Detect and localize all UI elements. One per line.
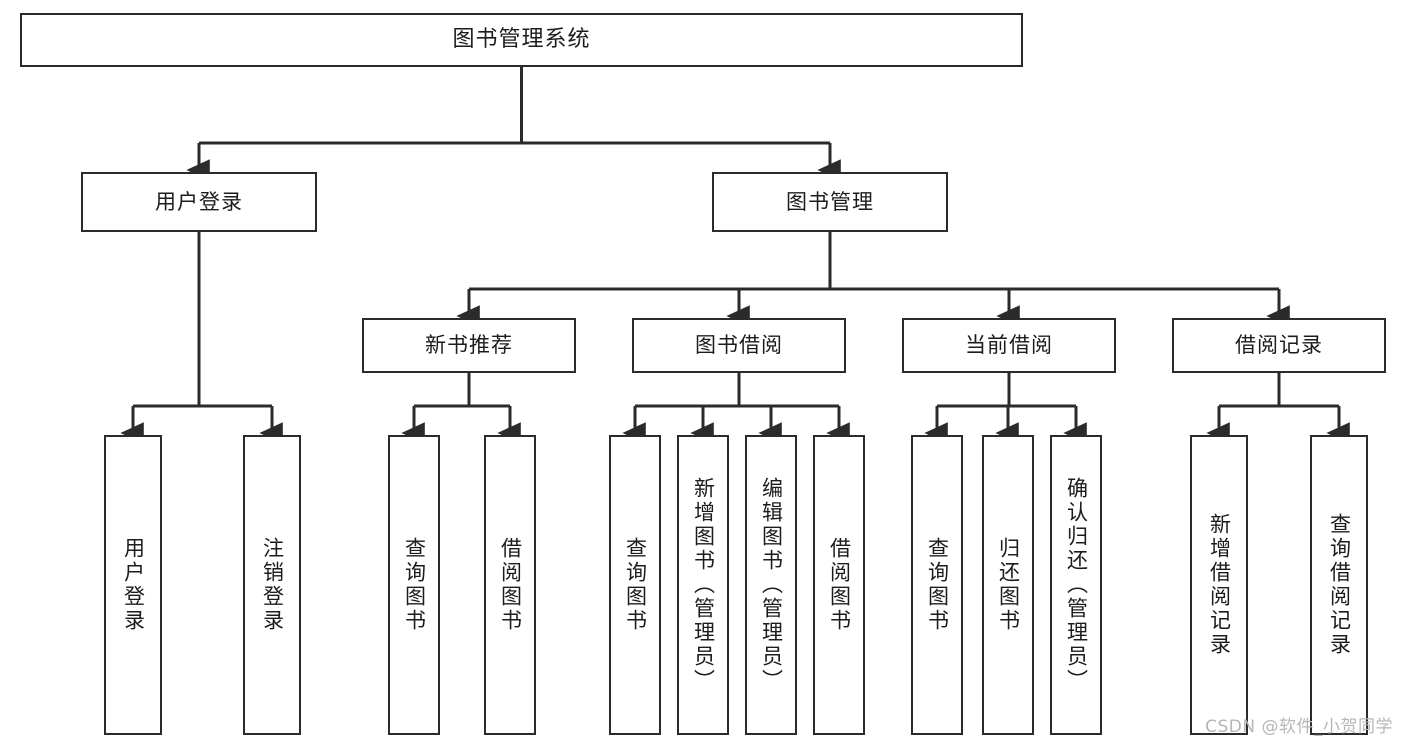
node-label: 图书管理 [786,189,874,214]
node-label: 借阅图书 [498,537,523,633]
node-label: 新增借阅记录 [1207,513,1232,657]
node-label: 查询图书 [402,537,427,633]
node-new-book-rec[interactable]: 新书推荐 [362,318,576,373]
node-label: 借阅图书 [827,537,852,633]
node-leaf-cb-return[interactable]: 归还图书 [982,435,1034,735]
node-leaf-user-login[interactable]: 用户登录 [104,435,162,735]
node-leaf-cb-query[interactable]: 查询图书 [911,435,963,735]
node-book-borrow[interactable]: 图书借阅 [632,318,846,373]
node-label: 归还图书 [996,537,1021,633]
node-leaf-bb-borrow[interactable]: 借阅图书 [813,435,865,735]
node-user-login[interactable]: 用户登录 [81,172,317,232]
node-leaf-br-query[interactable]: 查询借阅记录 [1310,435,1368,735]
node-label: 确认归还（管理员） [1064,477,1089,693]
node-label: 新书推荐 [425,333,513,358]
node-label: 用户登录 [155,189,243,214]
node-leaf-cb-confirm[interactable]: 确认归还（管理员） [1050,435,1102,735]
node-leaf-bb-edit[interactable]: 编辑图书（管理员） [745,435,797,735]
node-borrow-record[interactable]: 借阅记录 [1172,318,1386,373]
node-leaf-bb-query[interactable]: 查询图书 [609,435,661,735]
node-label: 图书借阅 [695,333,783,358]
node-root[interactable]: 图书管理系统 [20,13,1023,67]
node-leaf-br-add[interactable]: 新增借阅记录 [1190,435,1248,735]
node-leaf-rec-query[interactable]: 查询图书 [388,435,440,735]
node-leaf-rec-borrow[interactable]: 借阅图书 [484,435,536,735]
node-current-borrow[interactable]: 当前借阅 [902,318,1116,373]
node-label: 查询借阅记录 [1327,513,1352,657]
node-label: 注销登录 [260,537,285,633]
node-label: 查询图书 [925,537,950,633]
node-label: 当前借阅 [965,333,1053,358]
node-leaf-bb-add[interactable]: 新增图书（管理员） [677,435,729,735]
node-label: 图书管理系统 [452,27,591,53]
node-label: 用户登录 [121,537,146,633]
node-book-manage[interactable]: 图书管理 [712,172,948,232]
node-label: 查询图书 [623,537,648,633]
node-label: 借阅记录 [1235,333,1323,358]
node-leaf-user-logout[interactable]: 注销登录 [243,435,301,735]
node-label: 新增图书（管理员） [691,477,716,693]
watermark: CSDN @软件_小贺同学 [1205,717,1393,737]
node-label: 编辑图书（管理员） [759,477,784,693]
